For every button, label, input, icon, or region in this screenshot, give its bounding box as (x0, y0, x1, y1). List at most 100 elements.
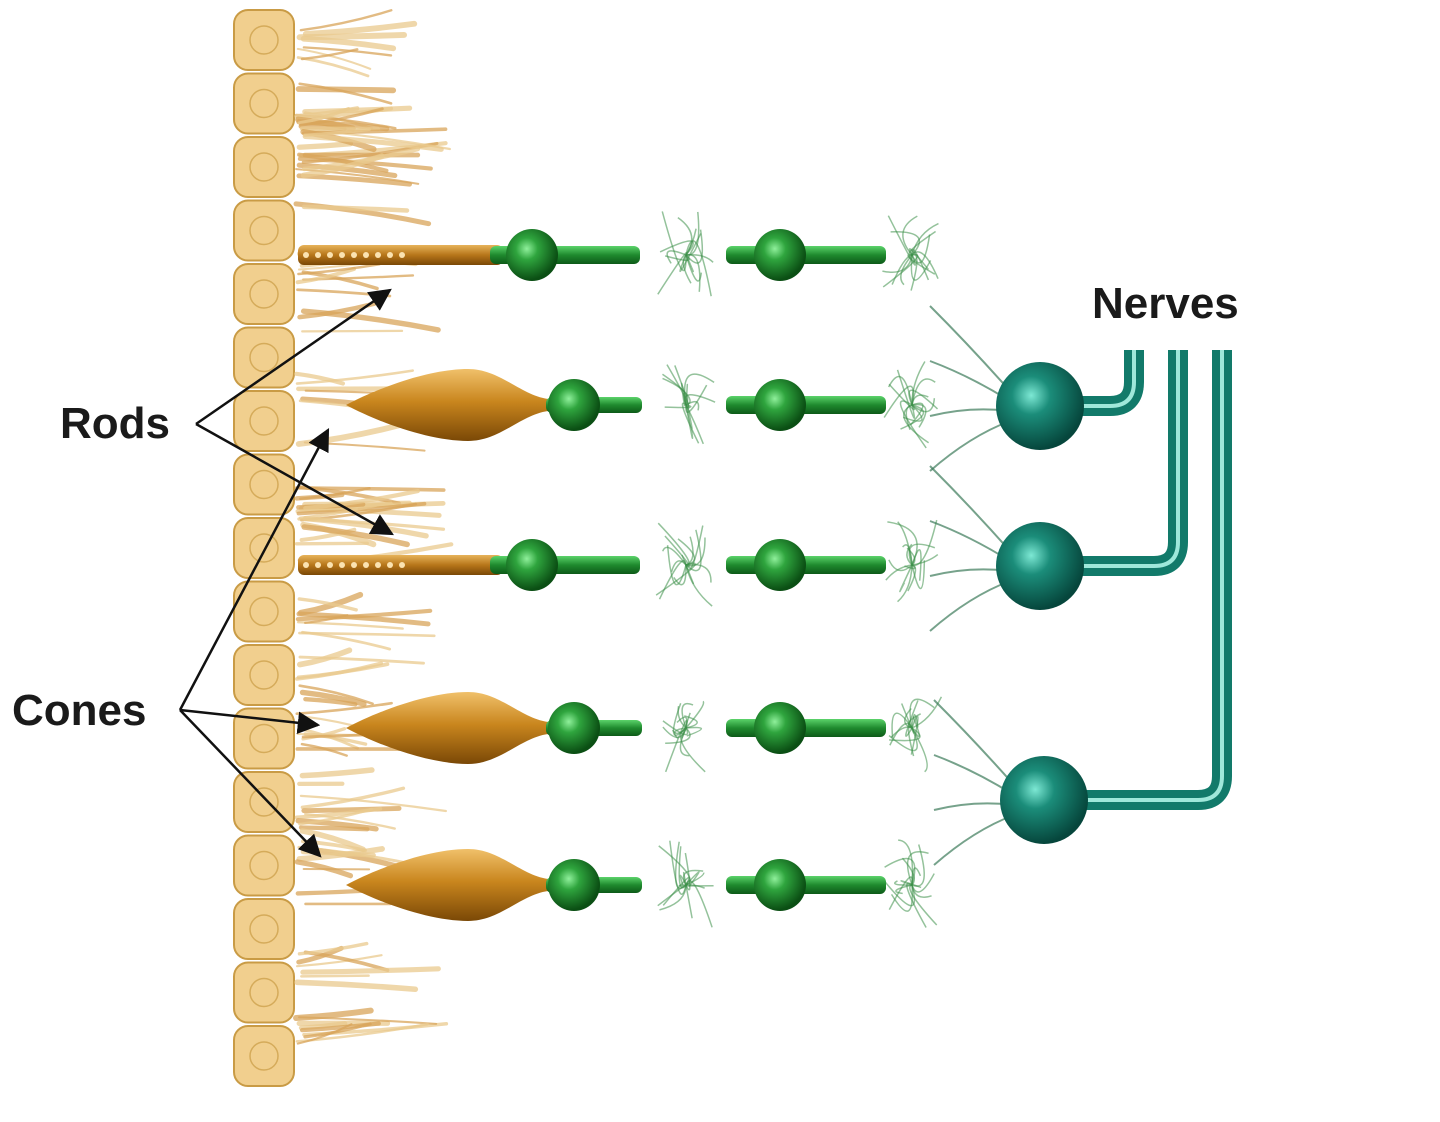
synapse-strand (911, 403, 927, 428)
bipolar-cell-body (754, 229, 806, 281)
photoreceptor-fiber (303, 732, 368, 746)
rod-disc (339, 252, 345, 258)
pigment-cell (233, 1025, 295, 1087)
synapse-strand (658, 559, 687, 600)
synapse-strand (655, 562, 696, 596)
synapse-strand (903, 404, 930, 444)
retina-cell-rows (298, 229, 886, 921)
pigment-cell-nucleus (249, 660, 279, 690)
photoreceptor-fiber (298, 107, 384, 127)
pigment-cell-nucleus (249, 596, 279, 627)
photoreceptor-fiber (298, 825, 370, 832)
rod-disc (387, 252, 393, 258)
pigment-cell-nucleus (249, 469, 279, 500)
rod-disc (339, 562, 345, 568)
photoreceptor-fiber (299, 1021, 381, 1033)
pigment-cell (233, 517, 295, 579)
pigment-cell (233, 136, 295, 198)
synapse-strand (902, 215, 918, 256)
photoreceptor-fiber (299, 828, 366, 853)
synapse-strand (685, 726, 703, 737)
synapse-strand (685, 254, 694, 273)
pigment-cell (233, 9, 295, 71)
synapse-strand (906, 851, 929, 886)
photoreceptor-fiber (303, 488, 420, 511)
pigment-cell (233, 199, 295, 262)
photoreceptor-fiber (296, 846, 385, 862)
synapse-strand (673, 564, 687, 586)
photoreceptor-fiber (295, 608, 433, 622)
ganglion-dendrite (929, 420, 1011, 472)
photoreceptor-fiber (299, 9, 393, 32)
photoreceptor-fiber (303, 696, 358, 707)
photoreceptor-fiber (297, 941, 369, 956)
synapse-strand (894, 880, 913, 886)
synapse-strand (911, 696, 943, 729)
photoreceptor-fiber (301, 805, 402, 814)
photoreceptor-fiber (296, 647, 353, 668)
synapse-strand (673, 727, 687, 739)
photoreceptor-fiber (295, 266, 356, 285)
synapse-strand (889, 722, 913, 746)
ganglion-cells (996, 362, 1088, 844)
bipolar-cell-body (754, 702, 806, 754)
photoreceptor-fiber (296, 288, 392, 298)
cones-arrow-middle (179, 708, 321, 734)
cone-row (346, 692, 886, 764)
synapse-strand (685, 525, 704, 571)
synapse-strand (911, 844, 925, 887)
pigment-cell-nucleus (249, 977, 279, 1008)
rod-disc (315, 562, 321, 568)
synapse-strand (685, 871, 700, 888)
synapse-strand (908, 543, 936, 566)
pigment-cell-nucleus (249, 342, 279, 373)
nerve-fiber-highlight (1070, 350, 1180, 568)
synapse-cluster (655, 522, 713, 607)
photoreceptor-fiber (300, 35, 397, 52)
synapse-cluster (657, 211, 714, 297)
synapse-strand (888, 876, 914, 911)
pigment-cell (233, 707, 295, 770)
photoreceptor-fiber (296, 141, 354, 150)
photoreceptor-fiber (299, 689, 367, 707)
cones-arrow-upper (178, 428, 330, 711)
pigment-cell-nucleus (249, 215, 279, 246)
synapse-strand (662, 876, 690, 906)
rod-disc (387, 562, 393, 568)
synapse-strand (901, 857, 915, 886)
photoreceptor-fiber (298, 655, 425, 665)
cone-cell (346, 692, 548, 764)
pigment-cell (233, 834, 295, 897)
synapse-strand (657, 251, 688, 295)
synapse-strand (685, 404, 704, 445)
pigment-cell (233, 263, 295, 325)
synapse-strand (682, 392, 687, 406)
ganglion-dendrite (929, 305, 1011, 392)
rod-row (298, 539, 886, 591)
synapse-strand (902, 404, 923, 422)
synapse-strand (659, 240, 694, 256)
synapse-cluster (888, 696, 943, 773)
synapse-strand (905, 700, 919, 737)
pigment-cell-nucleus (249, 850, 279, 881)
synapse-strand (911, 884, 932, 898)
ganglion-dendrite (929, 580, 1011, 632)
photoreceptor-fiber (296, 1023, 353, 1045)
photoreceptor-fiber (301, 524, 410, 548)
photoreceptor-fiber (302, 133, 444, 152)
synapse-strand (897, 564, 913, 603)
photoreceptor-fiber (293, 1007, 374, 1021)
pigment-cell (233, 898, 295, 960)
photoreceptor-fiber (295, 369, 414, 385)
photoreceptor-fiber (299, 767, 375, 779)
ganglion-cell-body (996, 362, 1084, 450)
synapse-strand (678, 884, 714, 887)
photoreceptor-fiber (301, 204, 410, 213)
bipolar-cell-body (754, 859, 806, 911)
photoreceptor-fiber (303, 950, 390, 973)
cones-arrow-lower (179, 709, 322, 858)
pigment-cell (233, 580, 295, 643)
synapse-strand (666, 250, 687, 264)
rods-label: Rods (60, 399, 170, 448)
synapse-strand (911, 553, 939, 566)
